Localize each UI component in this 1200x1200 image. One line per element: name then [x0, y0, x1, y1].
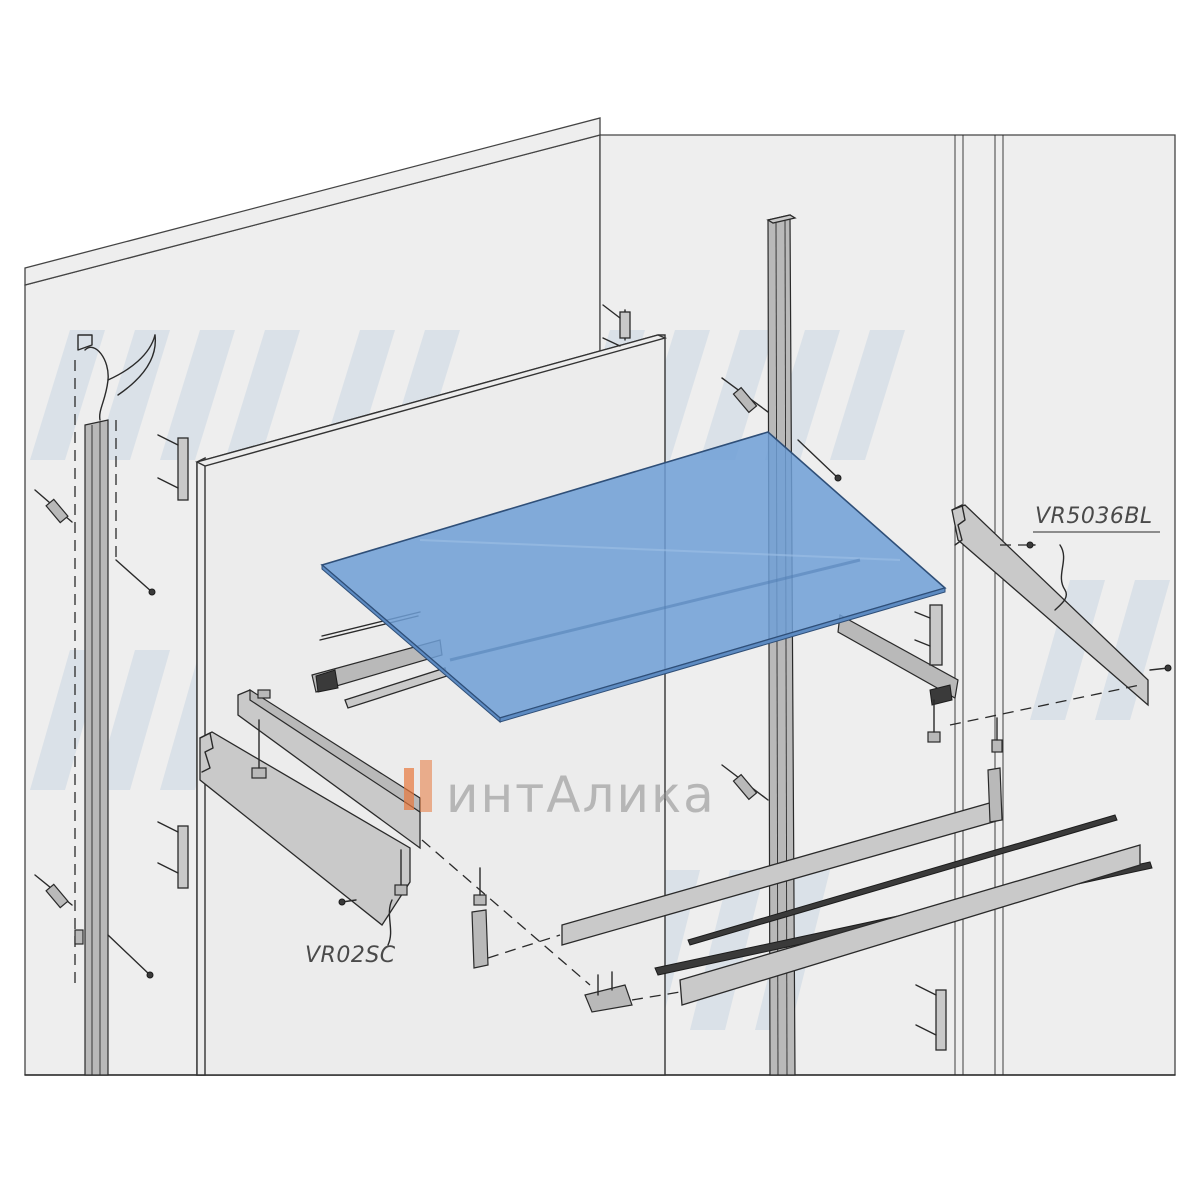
- left-runner-assembly: [199, 611, 448, 926]
- right-rail-vr5036bl: [949, 504, 1172, 726]
- glass-shelf: [320, 431, 947, 724]
- callouts: VR5036BL VR02SC: [305, 504, 1160, 968]
- label-vr02sc: VR02SC: [305, 943, 396, 968]
- left-vertical-rail: [34, 334, 156, 1076]
- left-wall-brackets: [157, 434, 189, 889]
- front-profiles: [421, 717, 1153, 1013]
- brand-logo-bar: [404, 768, 414, 810]
- right-lower-bracket: [915, 984, 947, 1051]
- brand-watermark: интАлика: [404, 760, 716, 824]
- right-runner-assembly: [837, 604, 959, 743]
- brand-text: интАлика: [446, 766, 716, 824]
- label-vr5036bl: VR5036BL: [1035, 504, 1153, 529]
- brand-logo-mark: [420, 760, 432, 812]
